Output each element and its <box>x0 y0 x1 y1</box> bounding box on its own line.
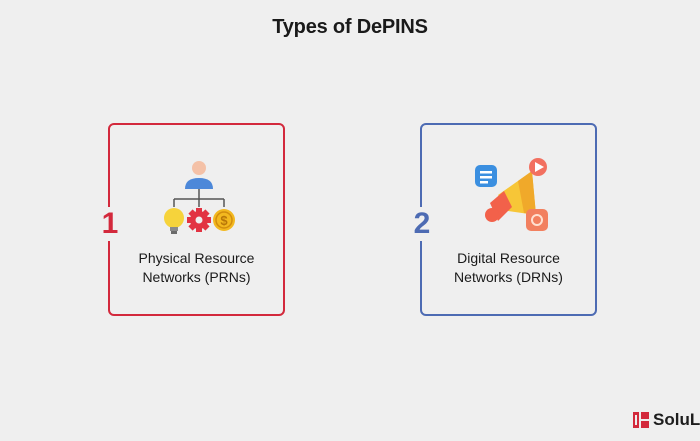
card-number: 2 <box>410 207 434 241</box>
diagram-title: Types of DePINS <box>272 16 428 38</box>
card-label-line2: Networks (DRNs) <box>454 269 563 285</box>
card-label: Digital Resource Networks (DRNs) <box>422 249 595 287</box>
card-label: Physical Resource Networks (PRNs) <box>110 249 283 287</box>
card-label-line1: Digital Resource <box>457 250 560 266</box>
card-digital-resource-networks: 2 Digital Resource Networks (DRNs) <box>410 123 597 316</box>
svg-text:$: $ <box>220 213 228 228</box>
card-number: 1 <box>98 207 122 241</box>
card-label-line2: Networks (PRNs) <box>142 269 251 285</box>
card-physical-resource-networks: 1 $ Physical Resource Networks (PRNs) <box>98 123 285 316</box>
brand-mark-icon <box>633 412 649 428</box>
megaphone-media-icon <box>475 158 548 231</box>
card-label-line1: Physical Resource <box>138 250 255 266</box>
brand-name: SoluL <box>653 410 700 429</box>
resource-hierarchy-icon: $ <box>164 161 235 234</box>
brand-logo: SoluL <box>633 410 700 429</box>
